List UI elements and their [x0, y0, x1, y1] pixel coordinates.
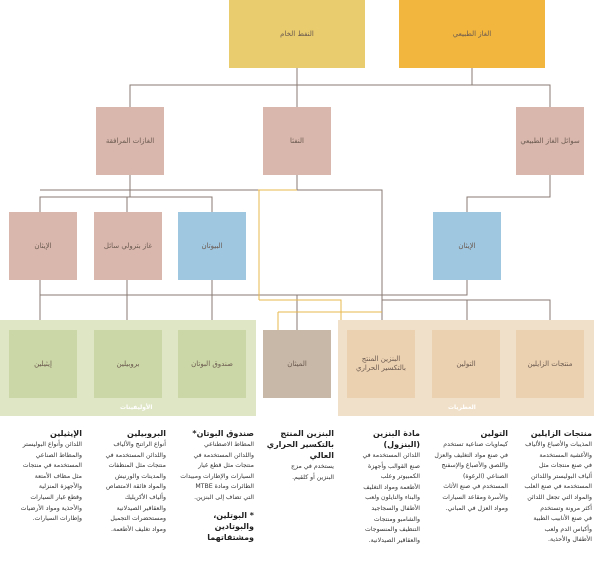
column-line: المستخدم في صنع الأثاث: [443, 483, 508, 491]
column-line: أنواع الراتنج والألياف: [113, 441, 166, 448]
node-methane: الميثان: [263, 330, 331, 398]
column-line: في صنع مواد التغليف والعزل: [434, 451, 508, 459]
column-line: صنع القوالب وأجهزة: [368, 462, 420, 470]
column-line: التنظيف والمنسوجات: [365, 526, 420, 534]
column-title: البنزين المنتج بالتكسير الحراري العالي: [266, 429, 334, 460]
column-line: والأغشية المستخدمة: [539, 451, 592, 459]
column-ethylene: الإيثيلين اللدائن وأنواع البوليستر والمط…: [4, 428, 82, 525]
column-line: في صنع منتجات مثل: [538, 462, 592, 470]
column-line: والمواد التي تجعل اللدائن: [527, 493, 592, 501]
node-ethane: الإيثان: [9, 212, 77, 280]
column-line: ومواد العزل في المباني.: [445, 504, 508, 512]
column-line: والمطاط الصناعي: [35, 451, 82, 459]
column-line: اللدائن وأنواع البوليستر: [22, 441, 82, 448]
column-line: وقطع غيار السيارات: [30, 493, 82, 501]
column-line: السيارات والإطارات ومبيدات: [180, 472, 254, 480]
node-toluene: التولين: [432, 330, 500, 398]
column-footnote: * البوتلين، والبوتادين ومشتقاتهما: [207, 510, 254, 542]
column-line: وألياف الأكريليك: [124, 493, 166, 501]
column-line: واللصق والأصباغ والإسفنج: [441, 462, 508, 470]
node-butane: البيوتان: [178, 212, 246, 280]
column-line: وإطارات السيارات.: [32, 515, 82, 523]
column-line: الكمبيوتر وعلب: [380, 473, 420, 481]
column-line: الأطفال والأحذية.: [548, 536, 592, 544]
column-line: المطاط الاصطناعي: [203, 441, 254, 448]
column-toluene: التولين كيماويات صناعية تستخدم في صنع مو…: [426, 428, 508, 514]
column-line: المذيبات والأصباغ والألياف: [525, 441, 592, 448]
node-crude-oil: النفط الخام: [229, 0, 365, 68]
column-line: والأحذية ومواد الأرضيات: [20, 504, 82, 512]
node-associated-gases: الغازات المرافقة: [96, 107, 164, 175]
column-line: الأطفال والسجاجيد: [371, 504, 420, 512]
column-line: والمدينات والورنيش: [115, 472, 166, 480]
column-line: والشامبو ومنتجات: [373, 515, 420, 523]
column-line: ألياف البوليستر واللدائن: [531, 472, 592, 480]
column-pygas: البنزين المنتج بالتكسير الحراري العالي ي…: [258, 428, 334, 483]
node-xylene: منتجات الزايلين: [516, 330, 584, 398]
column-line: والمواد فائقة الامتصاص: [106, 483, 166, 491]
column-benzene: مادة البنزين (البنزول) اللدائن المستخدمة…: [340, 428, 420, 546]
column-line: مثل مظاف الأمتعة: [34, 472, 82, 480]
column-line: المستخدمة في صنع العلب: [524, 483, 592, 491]
column-title: منتجات الزايلين: [530, 429, 592, 438]
column-propylene: البروبيلين أنواع الراتنج والألياف واللدا…: [88, 428, 166, 535]
column-line: وأكياس الدم ولعب: [544, 525, 592, 533]
column-xylene: منتجات الزايلين المذيبات والأصباغ والألي…: [512, 428, 592, 546]
node-ethane-gas: الإيثان: [433, 212, 501, 280]
column-title: البروبيلين: [127, 429, 166, 438]
node-c4: صندوق البوتان: [178, 330, 246, 398]
node-ethylene: إيثيلين: [9, 330, 77, 398]
column-line: واللدائن المستخدمة في: [193, 451, 254, 459]
column-line: والأجهزة المنزلية: [38, 483, 82, 491]
column-line: التي تضاف إلى البنزين.: [194, 493, 254, 501]
aromatics-band-label: العطريات: [448, 404, 476, 411]
column-line: والأسرة ومقاعد السيارات: [442, 493, 508, 501]
column-line: منتجات مثل المنظفات: [108, 462, 166, 470]
column-line: البنزين أو كلقيم.: [292, 473, 334, 481]
column-line: والعقاقير الصيدلانية.: [368, 536, 420, 544]
column-line: يستخدم في مزج: [291, 463, 334, 470]
column-line: ومواد تغليف الأطعمة.: [111, 525, 166, 533]
column-line: منتجات مثل قطع غيار: [198, 462, 254, 470]
column-line: في صنع الأنابيب الطبية: [533, 515, 592, 523]
column-line: والعقاقير الصيدلانية: [116, 504, 166, 512]
node-lpg: غاز بترولي سائل: [94, 212, 162, 280]
column-title: التولين: [480, 429, 509, 438]
column-line: واللدائن المستخدمة في: [105, 451, 166, 459]
node-pygas: البنزين المنتج بالتكسير الحراري: [347, 330, 415, 398]
column-line: الأطعمة ومواد التغليف: [363, 483, 420, 491]
column-line: أكثر مرونة وتستخدم: [540, 504, 592, 512]
column-line: الطائرات ومادة MTBE: [195, 483, 254, 491]
column-line: المستخدمة في منتجات: [22, 462, 82, 470]
node-natural-gas: الغاز الطبيعي: [399, 0, 545, 68]
column-line: الصناعي (الرغوة): [462, 472, 508, 480]
node-ngl: سوائل الغاز الطبيعي: [516, 107, 584, 175]
column-line: كيماويات صناعية تستخدم: [443, 441, 508, 448]
column-title: الإيثيلين: [50, 429, 82, 438]
node-propylene: بروبيلين: [94, 330, 162, 398]
column-title: مادة البنزين (البنزول): [372, 429, 420, 449]
olefins-band-label: الأوليفينات: [120, 404, 153, 411]
node-naphtha: النفثا: [263, 107, 331, 175]
column-line: ومستحضرات التجميل: [110, 515, 166, 523]
column-c4: صندوق البوتان* المطاط الاصطناعي واللدائن…: [172, 428, 254, 543]
column-line: اللدائن المستخدمة في: [362, 452, 420, 459]
column-line: والبناء والنايلون ولعب: [365, 494, 420, 502]
column-title: صندوق البوتان*: [192, 429, 254, 438]
